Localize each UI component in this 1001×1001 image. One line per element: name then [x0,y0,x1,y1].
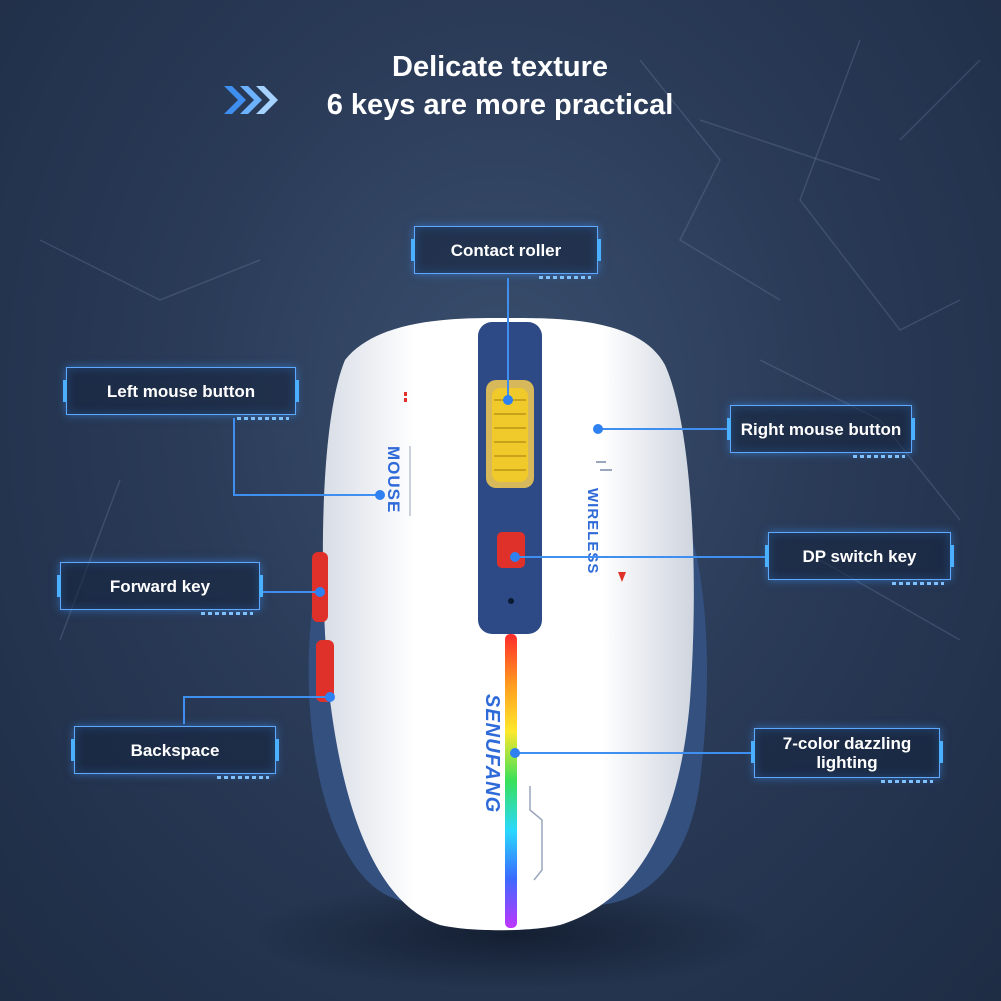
callout-backspace-text: Backspace [130,740,220,760]
callout-decoration [853,455,905,458]
callout-decoration [539,276,591,279]
callout-decoration [201,612,253,615]
mouse-brand: SENUFANG [481,694,503,813]
callout-left-button-text: Left mouse button [106,381,256,401]
callout-right-button-text: Right mouse button [740,419,902,439]
callout-backspace: Backspace [71,726,279,779]
callout-lighting: 7-color dazzling lighting [751,728,943,783]
page-heading: Delicate texture 6 keys are more practic… [260,48,740,124]
callout-contact-roller-text: Contact roller [450,240,562,260]
mouse-print-right: WIRELESS [584,488,601,574]
callout-lighting-text: 7-color dazzling lighting [782,734,912,772]
heading-line-2: 6 keys are more practical [326,89,674,121]
callout-dp-switch-text: DP switch key [802,546,917,566]
callout-right-button: Right mouse button [727,405,915,458]
callout-decoration [237,417,289,420]
chevron-double-right-icon [224,86,278,114]
callout-decoration [217,776,269,779]
callout-dp-switch: DP switch key [765,532,954,585]
callout-contact-roller: Contact roller [411,226,601,279]
callout-forward-key-text: Forward key [109,576,211,596]
heading-line-1: Delicate texture [392,51,608,83]
callout-forward-key: Forward key [57,562,263,615]
callout-decoration [892,582,944,585]
mouse-print-left: MOUSE [384,446,403,513]
callout-left-button: Left mouse button [63,367,299,420]
callout-decoration [881,780,933,783]
